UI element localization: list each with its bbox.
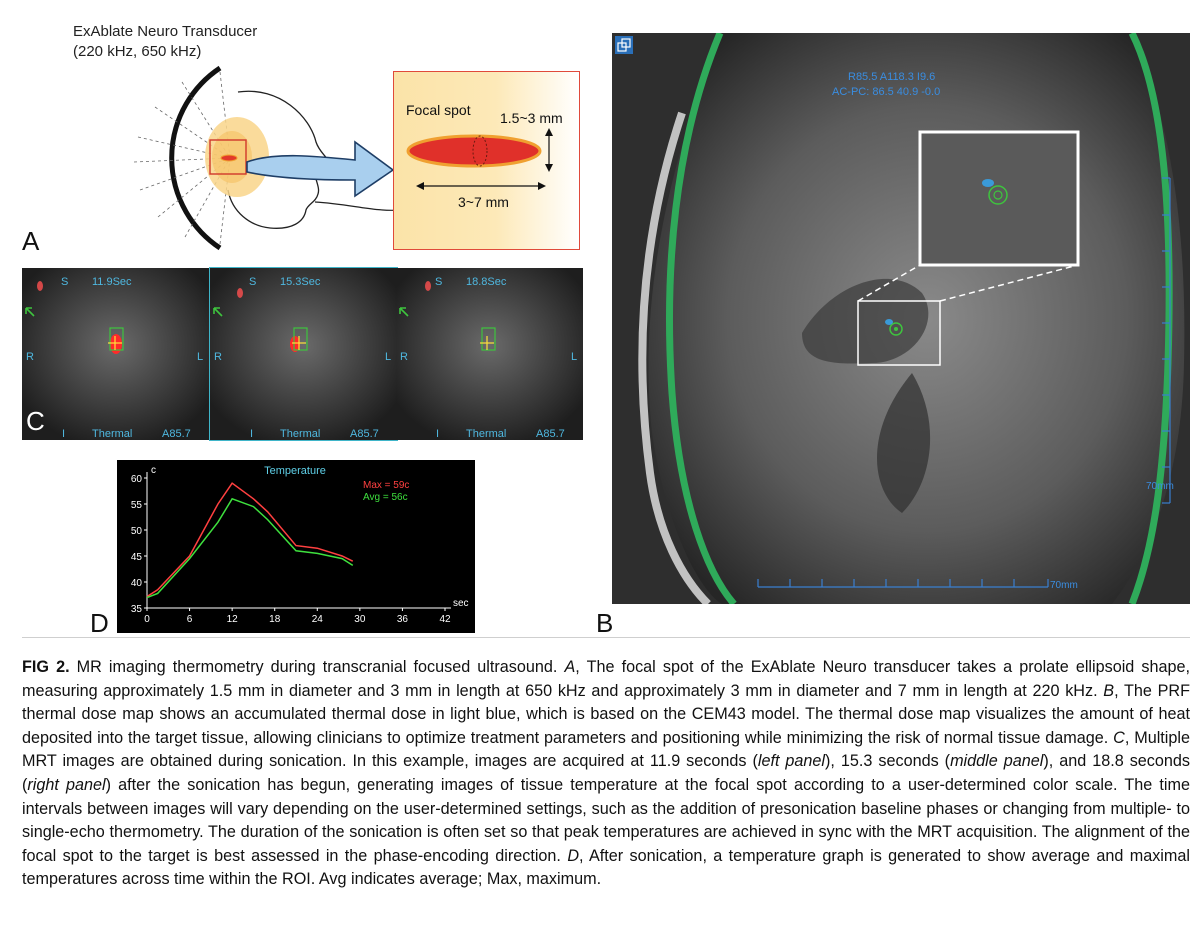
head-outline (227, 90, 329, 229)
frame-2-inf: I (250, 428, 254, 440)
skull-contour-left (666, 33, 737, 604)
x-tick-label: 30 (354, 614, 366, 625)
frame-1-left-dir: L (197, 351, 204, 363)
vertical-scale (1162, 177, 1171, 504)
chart-title: Temperature (264, 465, 326, 477)
frame-2-right-dir: R (214, 351, 222, 363)
frame-3-slice: A85.7 (536, 428, 565, 440)
series-line-max (146, 482, 354, 598)
transducer-frequencies: (220 kHz, 650 kHz) (73, 43, 202, 60)
temperature-chart-panel: 35 40 45 50 55 60 0 6 12 18 24 30 36 42 c sec Temperatur… (117, 460, 475, 633)
frame-1-time: 11.9Sec (92, 276, 132, 288)
x-tick-label: 36 (397, 614, 409, 625)
coordinates-line-1: R85.5 A118.3 I9.6 (848, 71, 936, 83)
zoom-arrow (246, 140, 395, 198)
x-tick-label: 6 (187, 614, 193, 625)
frame-3-left-dir: L (571, 351, 578, 363)
y-axis-label: c (151, 465, 156, 476)
panel-a-title: ExAblate Neuro Transducer (220 kHz, 650 … (73, 22, 257, 62)
vertical-scale-label: 70mm (1146, 481, 1174, 492)
frame-3-time: 18.8Sec (466, 276, 507, 288)
x-tick-label: 18 (269, 614, 281, 625)
target-roi-box (857, 300, 941, 366)
frame-3-sup: S (435, 276, 443, 288)
focal-spot-label: Focal spot (406, 102, 471, 118)
x-tick-label: 0 (144, 614, 150, 625)
diameter-label: 1.5~3 mm (500, 110, 563, 126)
caption-divider (22, 637, 1190, 638)
focal-spot-inset: Focal spot 1.5~3 mm 3~7 mm (393, 71, 580, 250)
x-tick-label: 42 (439, 614, 451, 625)
panel-letter-b: B (596, 608, 614, 638)
frame-3-right-dir: R (400, 351, 408, 363)
horizontal-scale-label: 70mm (1050, 580, 1078, 591)
transducer-arc (169, 65, 222, 251)
frame-1-right-dir: R (26, 351, 34, 363)
temperature-chart: 35 40 45 50 55 60 0 6 12 18 24 30 36 42 c sec Temperatur… (131, 465, 469, 625)
y-tick-label: 60 (131, 474, 143, 485)
frame-2-mode: Thermal (280, 428, 321, 440)
thermal-frame-2: S 15.3Sec R L I Thermal A85.7 (209, 267, 398, 441)
transducer-name: ExAblate Neuro Transducer (73, 23, 258, 40)
focus-box (209, 139, 247, 175)
series-line-avg (146, 497, 354, 599)
panel-letter-c: C (26, 406, 45, 436)
y-tick-label: 45 (131, 552, 143, 563)
frame-1-inf: I (62, 428, 66, 440)
frame-3-mode: Thermal (466, 428, 507, 440)
transducer-diagram (133, 65, 400, 251)
thermal-frame-1: S 11.9Sec R L I Thermal A85.7 C (22, 268, 209, 440)
focal-spot-ellipse (406, 134, 542, 168)
panel-letter-a: A (22, 226, 40, 256)
focal-ellipse-drawing (406, 128, 553, 190)
thermal-frame-3: S 18.8Sec R L I Thermal A85.7 (396, 268, 583, 440)
legend-avg: Avg = 56c (363, 492, 408, 503)
window-restore-icon (615, 36, 633, 54)
x-tick-label: 12 (227, 614, 239, 625)
frame-2-time: 15.3Sec (280, 276, 321, 288)
figure-label: FIG 2. (22, 658, 70, 676)
brain-mri-image (612, 33, 1190, 604)
y-tick-label: 35 (131, 604, 143, 615)
frame-1-sup: S (61, 276, 69, 288)
frame-2-sup: S (249, 276, 257, 288)
length-label: 3~7 mm (458, 194, 509, 210)
horizontal-scale (757, 579, 1049, 588)
frame-2-left-dir: L (385, 351, 392, 363)
frame-1-mode: Thermal (92, 428, 133, 440)
thermal-dose-map: R85.5 A118.3 I9.6 AC-PC: 86.5 40.9 -0.0 … (612, 33, 1190, 604)
x-tick-label: 24 (312, 614, 324, 625)
x-axis-label: sec (453, 598, 469, 609)
legend-max: Max = 59c (363, 480, 409, 491)
panel-letter-d: D (90, 608, 109, 638)
skull-contour-right (1128, 33, 1173, 604)
frame-2-slice: A85.7 (350, 428, 379, 440)
coordinates-line-2: AC-PC: 86.5 40.9 -0.0 (832, 86, 941, 98)
frame-1-slice: A85.7 (162, 428, 191, 440)
y-tick-label: 55 (131, 500, 143, 511)
figure-caption: FIG 2. MR imaging thermometry during tra… (22, 658, 1191, 889)
focal-spot-small (220, 154, 238, 162)
y-tick-label: 50 (131, 526, 143, 537)
frame-3-inf: I (436, 428, 440, 440)
y-tick-label: 40 (131, 578, 143, 589)
